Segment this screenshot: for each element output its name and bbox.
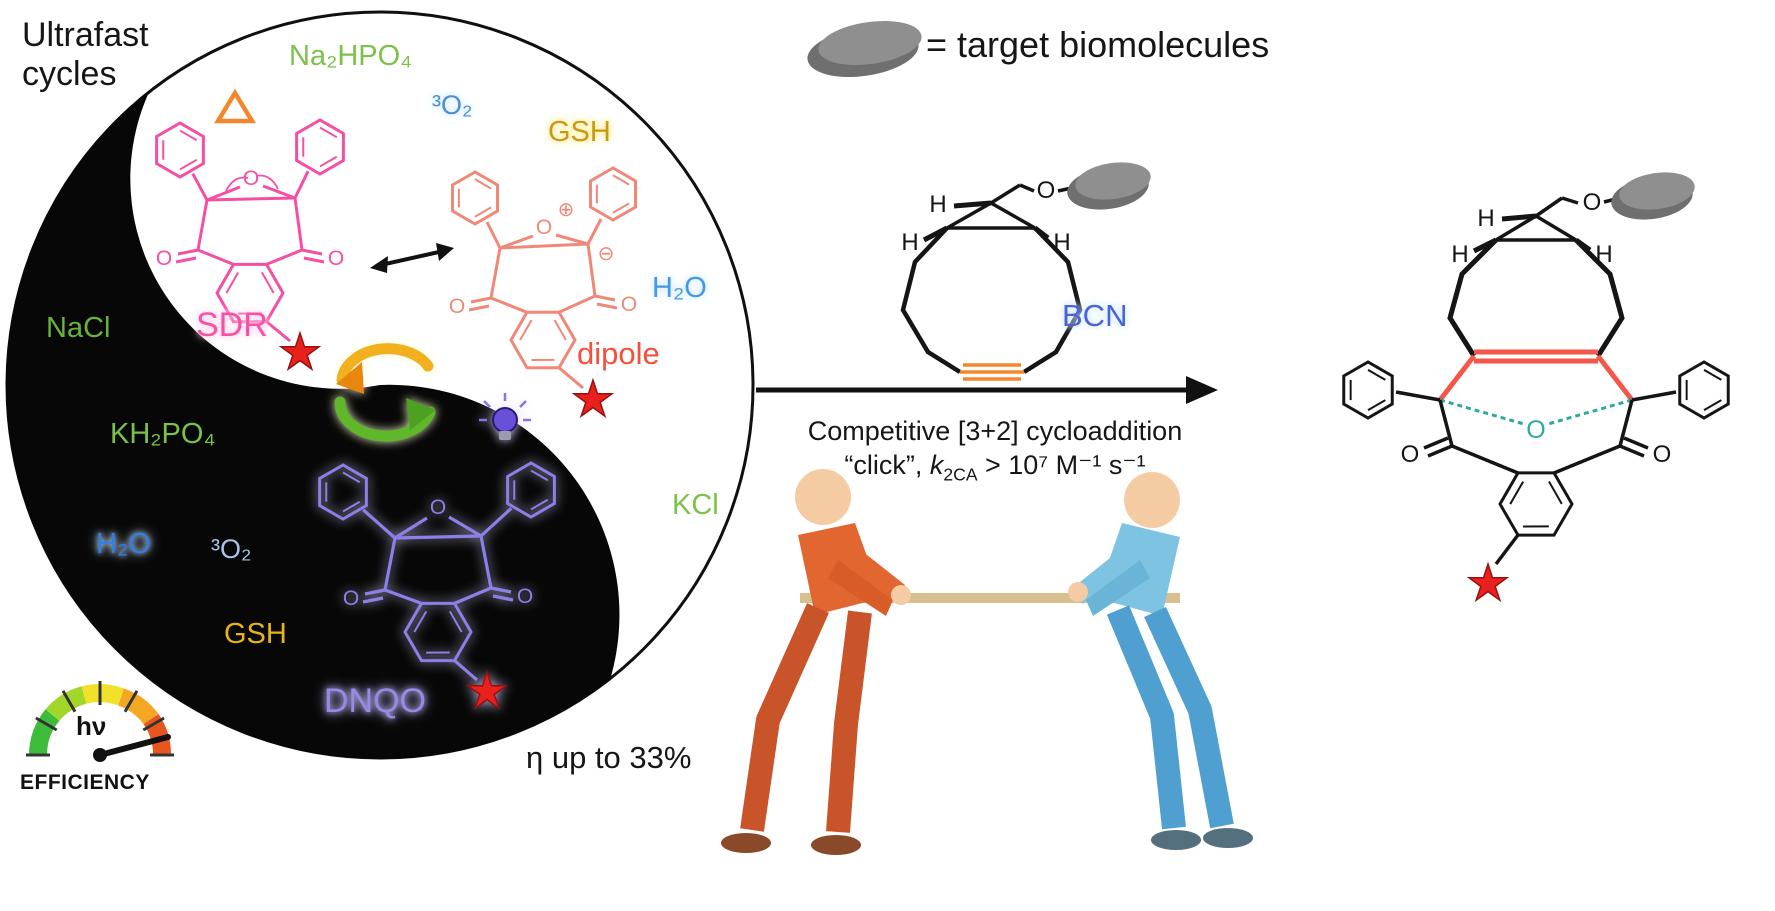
- species-h2o-left: H₂O: [96, 528, 151, 560]
- atom-o-label: O: [1401, 441, 1420, 468]
- rate-value: > 10⁷ M⁻¹ s⁻¹: [977, 450, 1146, 480]
- species-o2-left: ³O₂: [211, 534, 252, 564]
- reaction-arrow-icon: [756, 376, 1218, 404]
- atom-o-label: O: [430, 496, 446, 519]
- lightbulb-icon: [479, 393, 531, 440]
- plus-charge-icon: ⊕: [558, 199, 575, 221]
- legend-text: = target biomolecules: [926, 24, 1270, 65]
- dipole-structure: O ⊕ ⊖ O O: [449, 168, 637, 416]
- alkyne-triple-bond: [960, 363, 1024, 381]
- reaction-title: Competitive [3+2] cycloaddition: [760, 416, 1230, 447]
- rate-constant-subscript: 2CA: [943, 464, 978, 485]
- resonance-arrow-icon: [370, 243, 454, 273]
- target-biomolecule-blob: [807, 20, 922, 78]
- atom-h-label: H: [901, 229, 918, 256]
- reaction-click-text: “click”,: [844, 450, 930, 480]
- species-o2-top: ³O₂: [432, 90, 473, 120]
- atom-h-label: H: [929, 191, 946, 218]
- species-kh2po4: KH₂PO₄: [110, 418, 216, 450]
- species-kcl: KCl: [672, 489, 719, 521]
- atom-o-label: O: [1583, 189, 1602, 216]
- species-h2o-right: H₂O: [652, 272, 707, 304]
- reaction-line1: Competitive [3+2] cycloaddition: [807, 416, 1183, 446]
- yield-text: η up to 33%: [526, 740, 692, 775]
- cycle-title: Ultrafast cycles: [22, 16, 149, 94]
- heat-delta-icon: [214, 88, 256, 124]
- atom-o-label: O: [449, 295, 465, 318]
- atom-h-label: H: [1053, 229, 1070, 256]
- dnqo-structure: O O O: [320, 463, 555, 708]
- bcn-label: BCN: [1062, 298, 1128, 333]
- atom-o-label: O: [156, 247, 172, 270]
- species-nacl: NaCl: [46, 312, 111, 344]
- atom-o-label: O: [1653, 441, 1672, 468]
- minus-charge-icon: ⊖: [598, 243, 615, 265]
- atom-o-label: O: [243, 167, 259, 190]
- tug-of-war: [721, 469, 1253, 855]
- star-icon: [1467, 562, 1509, 602]
- yin-yang-circle: [5, 10, 755, 760]
- dipole-label: dipole: [577, 336, 660, 371]
- efficiency-gauge: [26, 681, 174, 762]
- atom-h-label: H: [1477, 205, 1494, 232]
- product-structure: H H H O O O O: [1344, 172, 1728, 602]
- person-left: [721, 469, 911, 855]
- recycle-arrows-icon: [334, 343, 436, 442]
- bcn-structure: H H H O: [900, 162, 1151, 381]
- atom-o-label: O: [1037, 177, 1056, 204]
- biomolecule-blob: [1067, 162, 1151, 210]
- atom-o-label: O: [328, 247, 344, 270]
- dnqo-label: DNQO: [324, 682, 426, 720]
- species-na2hpo4: Na₂HPO₄: [289, 40, 413, 72]
- gauge-hv-label: hν: [76, 711, 107, 741]
- atom-o-label: O: [536, 216, 552, 239]
- rate-constant-symbol: k: [929, 450, 944, 480]
- atom-o-label: O: [517, 585, 533, 608]
- new-bond-highlight: [1438, 349, 1634, 402]
- sdr-label: SDR: [196, 306, 268, 344]
- species-gsh-top: GSH: [548, 116, 611, 148]
- gauge-needle: [97, 734, 171, 758]
- person-right: [1068, 472, 1253, 850]
- reaction-conditions: “click”, k2CA > 10⁷ M⁻¹ s⁻¹: [760, 450, 1230, 485]
- atom-o-label: O: [621, 293, 637, 316]
- species-gsh-left: GSH: [224, 618, 287, 650]
- biomolecule-blob: [1611, 172, 1695, 220]
- atom-h-label: H: [1451, 241, 1468, 268]
- oxepine-o-label: O: [1526, 416, 1545, 444]
- atom-o-label: O: [343, 587, 359, 610]
- sdr-structure: O O O: [156, 93, 344, 369]
- gauge-efficiency-label: EFFICIENCY: [20, 771, 150, 794]
